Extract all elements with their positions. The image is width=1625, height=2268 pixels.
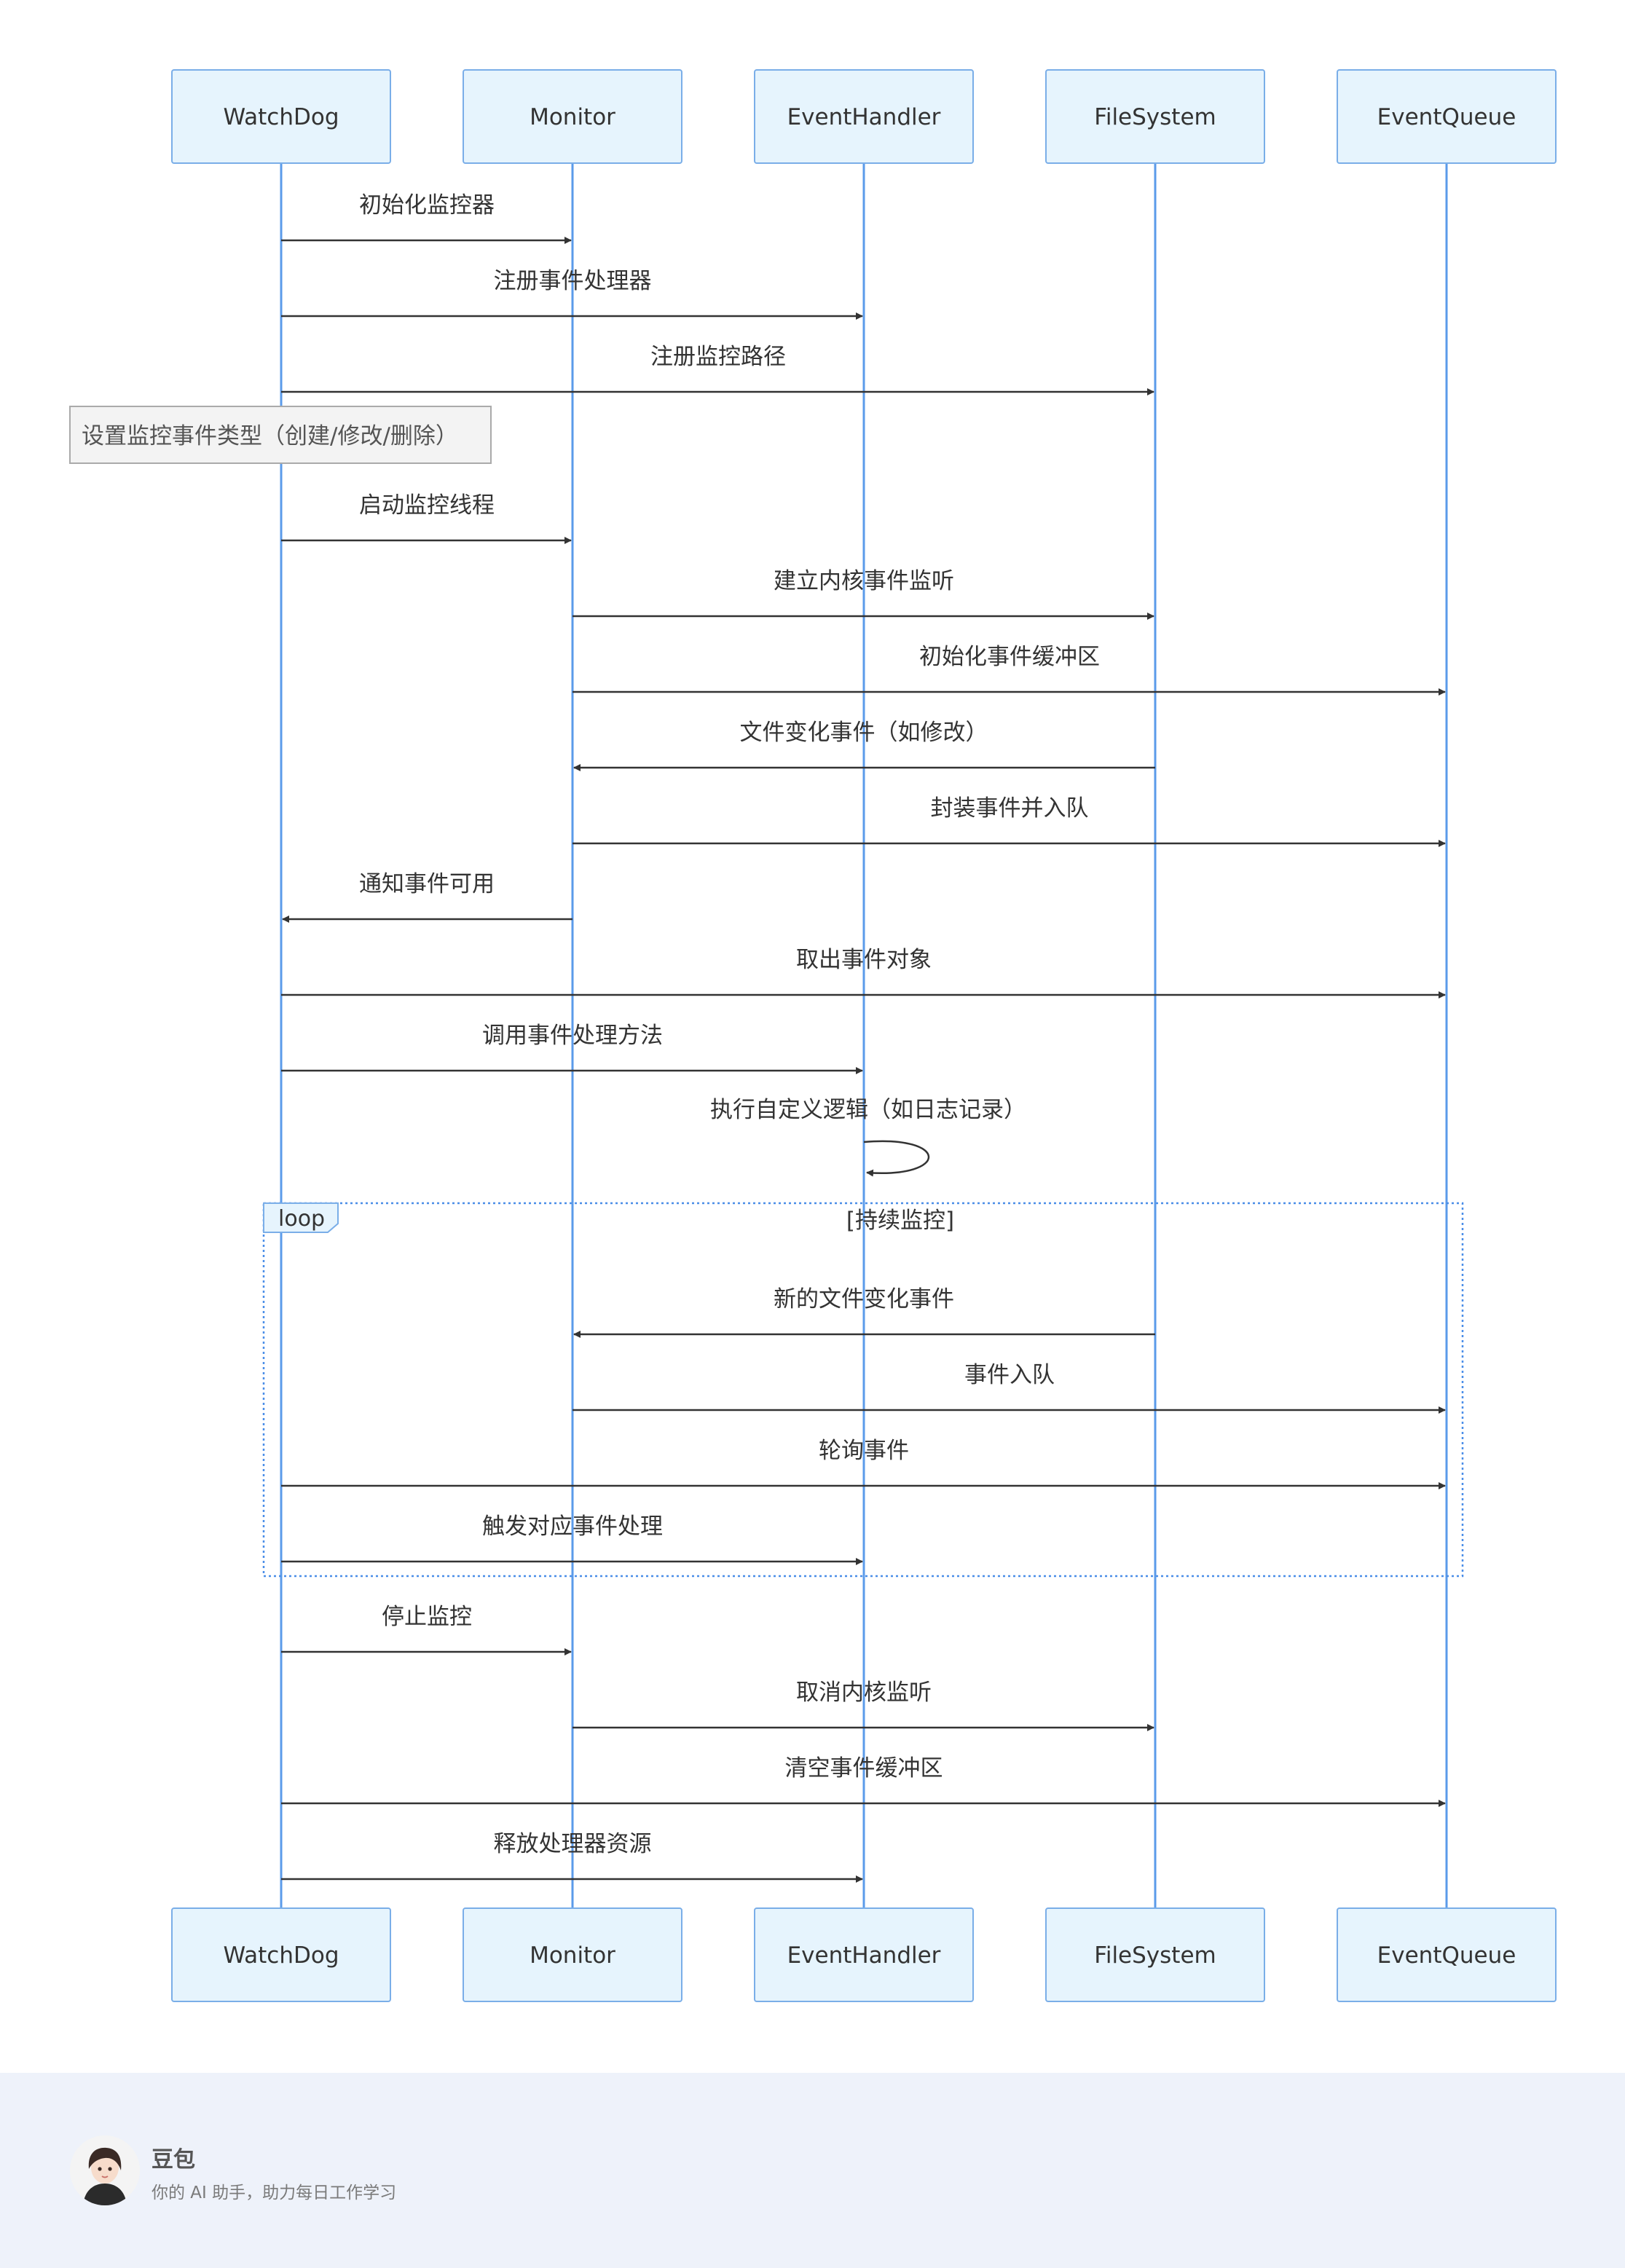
message-label: 封装事件并入队 (931, 795, 1089, 822)
footer-bar (0, 2073, 1625, 2268)
participant-top-event-handler: EventHandler (754, 69, 974, 164)
message-2: 注册事件处理器 (281, 268, 863, 320)
participant-top-file-system: FileSystem (1045, 69, 1265, 164)
message-18: 停止监控 (281, 1604, 572, 1655)
message-label: 清空事件缓冲区 (785, 1755, 943, 1781)
message-label: 注册事件处理器 (494, 268, 652, 294)
loop-label: loop (278, 1206, 325, 1232)
loop-frame: loop [持续监控] (262, 1202, 1464, 1578)
message-label: 取消内核监听 (796, 1680, 932, 1706)
message-1: 初始化监控器 (281, 192, 572, 244)
participant-top-monitor: Monitor (463, 69, 682, 164)
message-label: 取出事件对象 (796, 947, 932, 973)
message-label: 新的文件变化事件 (774, 1286, 954, 1312)
participant-label: Monitor (530, 104, 615, 130)
message-16: 轮询事件 (281, 1438, 1446, 1489)
participant-label: EventQueue (1377, 104, 1516, 130)
participant-top-event-queue: EventQueue (1337, 69, 1557, 164)
participant-label: FileSystem (1094, 1942, 1216, 1969)
footer-title: 豆包 (152, 2147, 195, 2173)
message-7: 初始化事件缓冲区 (573, 644, 1446, 696)
message-19: 取消内核监听 (573, 1680, 1154, 1731)
message-6: 建立内核事件监听 (573, 568, 1154, 620)
participant-label: EventHandler (787, 1942, 941, 1969)
participant-label: EventHandler (787, 104, 941, 130)
message-label: 停止监控 (382, 1604, 472, 1630)
avatar-icon (70, 2135, 140, 2205)
message-label: 通知事件可用 (359, 871, 495, 897)
message-21: 释放处理器资源 (281, 1831, 863, 1883)
message-label: 初始化事件缓冲区 (919, 644, 1100, 670)
loop-condition: [持续监控] (846, 1208, 954, 1234)
message-label: 事件入队 (964, 1362, 1055, 1388)
message-15: 事件入队 (573, 1362, 1446, 1414)
message-3: 注册监控路径 (281, 344, 1154, 395)
message-12: 调用事件处理方法 (281, 1023, 863, 1074)
message-10: 通知事件可用 (282, 871, 573, 923)
message-label: 调用事件处理方法 (482, 1023, 663, 1049)
participant-bottom-monitor: Monitor (463, 1907, 682, 2002)
participant-bottom-event-handler: EventHandler (754, 1907, 974, 2002)
message-9: 封装事件并入队 (573, 795, 1446, 847)
participant-label: EventQueue (1377, 1942, 1516, 1969)
participant-label: WatchDog (223, 1942, 339, 1969)
participant-bottom-file-system: FileSystem (1045, 1907, 1265, 2002)
loop-label-tab (263, 1202, 339, 1233)
message-label: 建立内核事件监听 (774, 568, 954, 594)
participant-label: FileSystem (1094, 104, 1216, 130)
footer-subtitle: 你的 AI 助手，助力每日工作学习 (152, 2184, 397, 2202)
self-message-arrow (863, 1140, 930, 1177)
message-label: 初始化监控器 (359, 192, 495, 218)
message-label: 启动监控线程 (359, 492, 495, 519)
sequence-diagram: loop [持续监控] 初始化监控器注册事件处理器注册监控路径启动监控线程建立内核… (69, 69, 1557, 2002)
avatar (70, 2135, 140, 2205)
participant-label: Monitor (530, 1942, 615, 1969)
participant-label: WatchDog (223, 104, 339, 130)
note-box: 设置监控事件类型（创建/修改/删除） (69, 406, 492, 464)
message-label: 注册监控路径 (650, 344, 786, 370)
message-13: 执行自定义逻辑（如日志记录） (710, 1097, 1026, 1177)
message-8: 文件变化事件（如修改） (573, 720, 1155, 771)
message-11: 取出事件对象 (281, 947, 1446, 999)
message-5: 启动监控线程 (281, 492, 572, 544)
participant-top-watch-dog: WatchDog (171, 69, 391, 164)
message-label: 释放处理器资源 (494, 1831, 652, 1857)
message-label: 轮询事件 (819, 1438, 909, 1464)
message-17: 触发对应事件处理 (281, 1513, 863, 1565)
message-label: 文件变化事件（如修改） (740, 720, 988, 746)
note-label: 设置监控事件类型（创建/修改/删除） (82, 423, 458, 449)
message-20: 清空事件缓冲区 (281, 1755, 1446, 1807)
message-label: 触发对应事件处理 (482, 1513, 663, 1540)
participant-bottom-watch-dog: WatchDog (171, 1907, 391, 2002)
participant-bottom-event-queue: EventQueue (1337, 1907, 1557, 2002)
message-14: 新的文件变化事件 (573, 1286, 1155, 1338)
message-label: 执行自定义逻辑（如日志记录） (710, 1097, 1026, 1123)
